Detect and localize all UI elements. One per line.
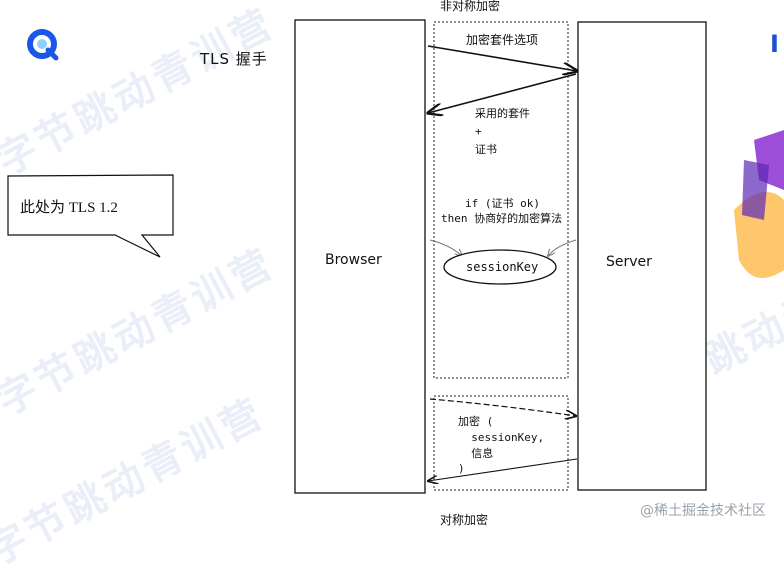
decorative-figure-icon [734, 130, 784, 278]
browser-box [294, 19, 426, 494]
callout-bubble [7, 174, 174, 258]
browser-label: Browser [325, 252, 382, 268]
asymmetric-region [433, 21, 569, 379]
arrow-client-hello [427, 45, 577, 71]
arrow-server-key [548, 239, 577, 256]
asymmetric-label: 非对称加密 [440, 0, 501, 13]
symmetric-region [433, 395, 569, 491]
condition-line: then 协商好的加密算法 [441, 212, 563, 225]
step1-label: 加密套件选项 [466, 33, 539, 47]
callout-text: 此处为 TLS 1.2 [20, 200, 118, 216]
session-key-ellipse [443, 249, 557, 285]
encrypt-line: ) [458, 462, 465, 475]
step2-line: + [475, 125, 482, 138]
arrow-encrypted-send [429, 398, 576, 416]
step2-line: 证书 [475, 143, 497, 156]
session-key-label: sessionKey [466, 260, 539, 274]
page-title: TLS 握手 [200, 50, 268, 68]
arrow-encrypted-reply [428, 458, 578, 481]
arrow-server-hello [428, 73, 577, 113]
encrypt-line: 信息 [458, 447, 494, 460]
condition-line: if (证书 ok) [465, 197, 540, 210]
server-label: Server [606, 254, 652, 270]
diagram [7, 19, 707, 494]
symmetric-label: 对称加密 [440, 513, 489, 527]
encrypt-line: sessionKey, [458, 431, 545, 444]
logo-icon [27, 29, 59, 61]
server-box [577, 21, 707, 491]
encrypt-line: 加密 ( [458, 415, 494, 428]
brand-mark-icon: I [770, 30, 779, 58]
brand-watermark: @稀土掘金技术社区 [640, 503, 766, 519]
arrow-browser-key [429, 239, 462, 256]
step2-line: 采用的套件 [475, 107, 530, 120]
